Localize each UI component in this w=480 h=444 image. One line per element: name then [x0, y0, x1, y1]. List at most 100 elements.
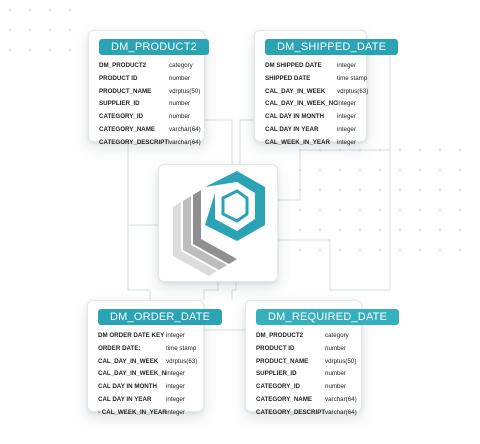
table-title: DM_SHIPPED_DATE: [265, 39, 399, 55]
column-name: CATEGORY_ID: [256, 383, 301, 391]
column-name: - CAL_WEEK_IN_YEAR: [98, 408, 166, 416]
column-name: SUPPLIER_ID: [256, 370, 297, 378]
grid-dot: [318, 188, 322, 192]
column-type: integer: [337, 138, 356, 146]
grid-dot: [318, 168, 322, 172]
column-type: integer: [166, 383, 185, 391]
grid-dot: [418, 148, 422, 152]
column-type: integer: [337, 125, 356, 133]
grid-dot: [418, 248, 422, 252]
data-model-logo-icon: [173, 171, 265, 276]
table-row: PRODUCT_NAME vdrptus(50): [256, 357, 356, 368]
connector-left-branch: [127, 224, 158, 300]
table-row: DM SHIPPED DATE integer: [265, 61, 357, 72]
connector-shipped-to-logo: [239, 119, 258, 164]
grid-dot: [318, 248, 322, 252]
column-name: SUPPLIER_ID: [99, 100, 140, 108]
column-name: PRODUCT_NAME: [99, 87, 152, 95]
column-type: category: [169, 62, 193, 69]
column-name: PRODUCT_NAME: [256, 357, 309, 365]
grid-dot: [338, 208, 342, 212]
table-row: CATEGORY_ID number: [256, 382, 352, 393]
column-type: varchar(64): [169, 125, 201, 133]
grid-dot: [48, 48, 52, 52]
logo-teal-inner: [221, 189, 249, 223]
grid-dot: [378, 208, 382, 212]
grid-dot: [398, 248, 402, 252]
column-type: integer: [337, 100, 356, 108]
grid-dot: [8, 48, 12, 52]
table-row: CAL DAY IN YEAR integer: [265, 125, 357, 136]
grid-dot: [338, 228, 342, 232]
grid-dot: [318, 228, 322, 232]
column-type: varchar(64): [169, 138, 201, 146]
column-type: number: [325, 383, 346, 391]
column-type: integer: [166, 370, 185, 378]
column-type: vdrptus(63): [337, 87, 369, 95]
grid-dot: [378, 188, 382, 192]
column-name: CATEGORY_DESCRIPTIO: [256, 408, 325, 416]
column-name: CATEGORY_NAME: [99, 125, 156, 133]
column-name: PRODUCT ID: [99, 74, 138, 82]
grid-dot: [418, 228, 422, 232]
column-type: varchar(64): [325, 408, 357, 416]
grid-dot: [68, 48, 72, 52]
connector-shipped-right: [366, 54, 391, 290]
logo-gray-layer-mid: [183, 196, 227, 270]
column-name: CATEGORY_DESCRIPTIO: [99, 138, 169, 146]
grid-dot: [298, 208, 302, 212]
grid-dot: [338, 248, 342, 252]
grid-dot: [438, 248, 442, 252]
grid-dot: [68, 28, 72, 32]
grid-dot: [298, 248, 302, 252]
table-row: ORDER DATE: time stamp: [98, 344, 197, 355]
connector-required-to-logo: [231, 282, 237, 300]
column-type: integer: [337, 62, 356, 69]
grid-dot: [458, 148, 462, 152]
grid-dot: [438, 208, 442, 212]
grid-dot: [28, 48, 32, 52]
column-type: number: [169, 100, 190, 108]
table-row: SUPPLIER_ID number: [99, 99, 195, 110]
column-name: DM ORDER DATE KEY: [98, 332, 165, 339]
column-type: integer: [337, 113, 356, 121]
column-type: vdrptus(50): [325, 357, 357, 365]
column-name: ORDER DATE:: [98, 344, 141, 352]
grid-dot: [398, 148, 402, 152]
grid-dot: [358, 228, 362, 232]
grid-dot: [458, 168, 462, 172]
column-type: time stamp: [166, 344, 197, 352]
column-name: CATEGORY_NAME: [256, 395, 313, 403]
grid-dot: [398, 228, 402, 232]
column-type: varchar(64): [325, 395, 357, 403]
column-name: CAL_DAY_IN_WEEK: [265, 87, 326, 95]
grid-dot: [398, 168, 402, 172]
grid-dot: [418, 208, 422, 212]
connector-lines: [127, 54, 391, 331]
table-row: CATEGORY_NAME varchar(64): [99, 125, 201, 136]
column-type: category: [325, 332, 349, 339]
grid-dot: [438, 148, 442, 152]
grid-dot: [8, 28, 12, 32]
grid-dot: [8, 8, 12, 12]
connector-right-branch-2: [278, 239, 390, 291]
column-name: CAL_DAY_IN_WEEK_NO: [98, 370, 166, 378]
grid-dot: [48, 8, 52, 12]
column-name: CAL DAY IN YEAR: [265, 125, 319, 133]
column-type: number: [169, 113, 190, 121]
column-name: DM SHIPPED DATE: [265, 62, 322, 69]
column-type: integer: [166, 408, 185, 416]
